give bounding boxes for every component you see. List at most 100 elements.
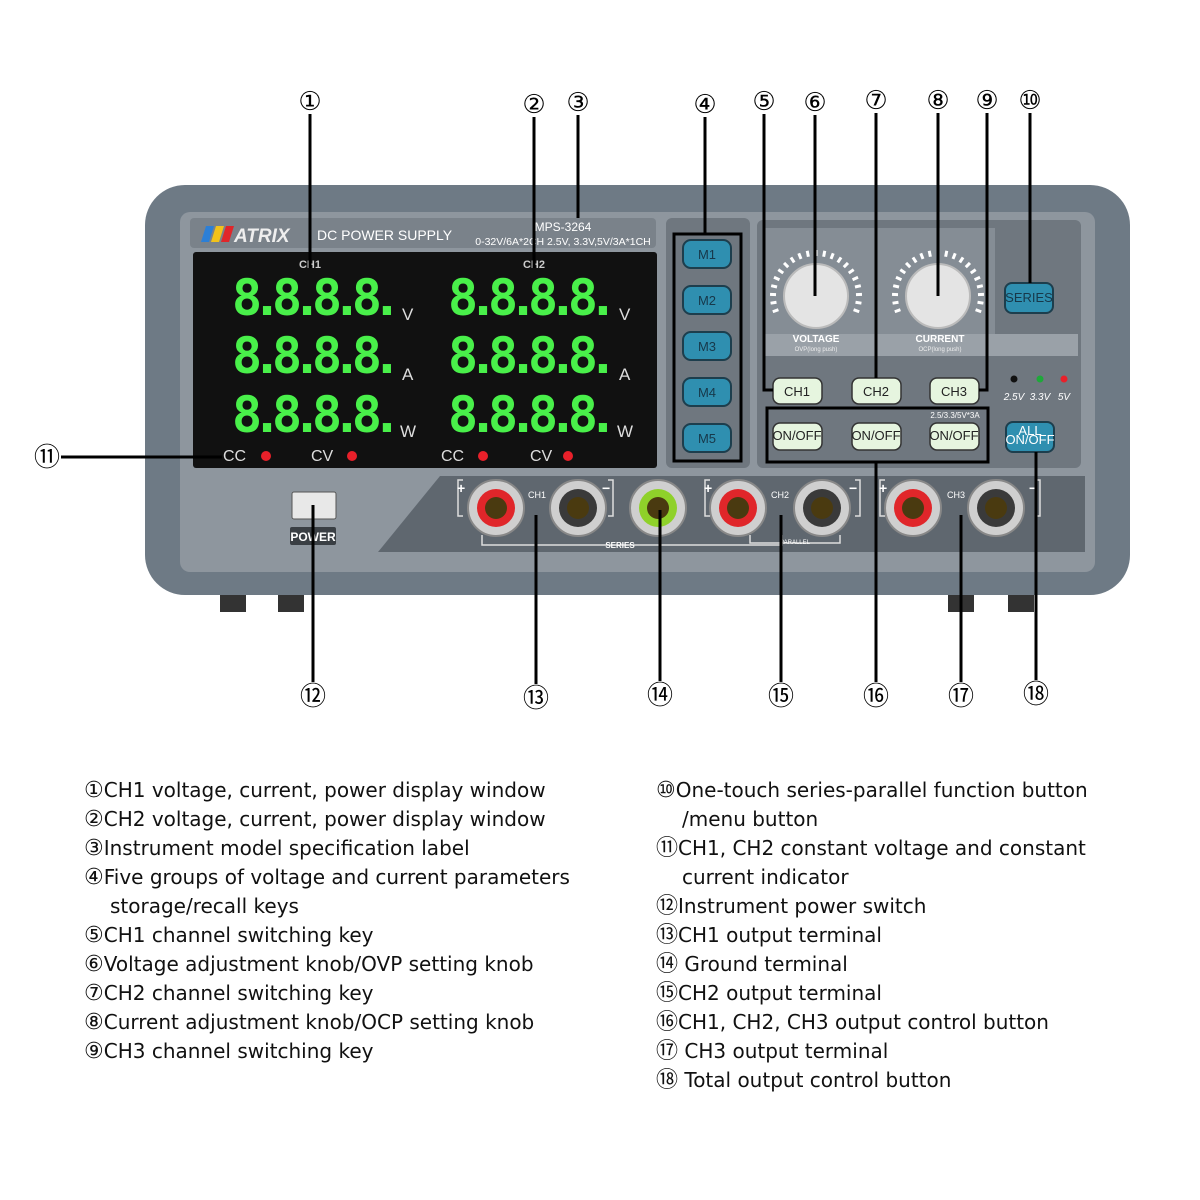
legend-item: ⑩One-touch series-parallel function butt… [656, 776, 1088, 834]
ch2-cc-led [478, 451, 488, 461]
polarity-marks: + − + − + − [457, 480, 1037, 496]
legend-number: ④ [84, 865, 104, 890]
unit-v: V [402, 305, 414, 324]
ch3-positive-terminal[interactable] [884, 479, 942, 537]
legend-text: CH2 channel switching key [103, 981, 374, 1005]
ch2-negative-terminal[interactable] [793, 479, 851, 537]
unit-a: A [619, 365, 631, 384]
legend-text: Instrument model specification label [103, 836, 470, 860]
memory-button-label: M3 [698, 339, 716, 354]
memory-button-m5[interactable]: M5 [682, 423, 732, 453]
onoff-button-ch1[interactable]: ON/OFF [772, 422, 823, 451]
minus-mark: − [1029, 480, 1037, 496]
device-title: DC POWER SUPPLY [317, 227, 453, 243]
legend-number: ⑪ [656, 836, 679, 861]
channel-button-ch2[interactable]: CH2 [851, 377, 902, 405]
callout-14: ⑭ [647, 681, 673, 711]
legend-number: ⑥ [84, 952, 104, 977]
legend-number: ⑫ [656, 894, 679, 919]
channel-button-label: CH1 [784, 384, 810, 399]
all-onoff-button[interactable]: ALL ON/OFF [1005, 421, 1055, 453]
minus-mark: − [602, 480, 610, 496]
callout-5: ⑤ [752, 87, 775, 117]
ch1-readouts: 8.8.8.8. 8.8.8.8. 8.8.8.8. V A W [232, 269, 416, 444]
legend-text: Instrument power switch [678, 894, 927, 918]
legend-item: ③Instrument model specification label [84, 834, 570, 863]
title-bar [190, 218, 656, 248]
legend-text: Ground terminal [678, 952, 848, 976]
ch1-negative-terminal[interactable] [549, 479, 607, 537]
legend-item: ⑮CH2 output terminal [656, 979, 1088, 1008]
legend-number: ② [84, 807, 104, 832]
legend-item: ⑭ Ground terminal [656, 950, 1088, 979]
legend-text: /menu button [682, 807, 819, 831]
callout-8: ⑧ [926, 86, 949, 116]
onoff-button-ch3[interactable]: ON/OFF [929, 422, 980, 451]
legend-text: Voltage adjustment knob/OVP setting knob [103, 952, 534, 976]
callout-2: ② [522, 90, 545, 120]
memory-button-label: M4 [698, 385, 716, 400]
ch3-negative-terminal[interactable] [967, 479, 1025, 537]
legend-item: ①CH1 voltage, current, power display win… [84, 776, 570, 805]
ch1-cv-label: CV [311, 448, 334, 465]
unit-a: A [402, 365, 414, 384]
legend-text: CH1 output terminal [678, 923, 882, 947]
model-label: MPS-3264 [535, 220, 592, 234]
legend-text: Current adjustment knob/OCP setting knob [103, 1010, 535, 1034]
legend-number: ⑩ [656, 778, 676, 803]
legend-text: CH2 voltage, current, power display wind… [103, 807, 546, 831]
terminal-ch3-label: CH3 [947, 490, 965, 500]
legend-text: CH1, CH2, CH3 output control button [678, 1010, 1049, 1034]
callout-16: ⑯ [863, 682, 889, 712]
minus-mark: − [849, 480, 857, 496]
ch2-power-digits: 8.8.8.8. [448, 386, 618, 444]
legend-text: CH1 channel switching key [103, 923, 374, 947]
callout-12: ⑫ [300, 682, 326, 712]
callout-13: ⑬ [523, 684, 549, 714]
legend-text: CH1 voltage, current, power display wind… [103, 778, 546, 802]
memory-button-m4[interactable]: M4 [682, 377, 732, 407]
memory-button-m3[interactable]: M3 [682, 331, 732, 361]
legend-number: ⑯ [656, 1010, 679, 1035]
legend-number: ⑬ [656, 923, 679, 948]
legend-text: CH3 output terminal [678, 1039, 889, 1063]
onoff-label: ON/OFF [1005, 432, 1054, 447]
legend-item: ⑨CH3 channel switching key [84, 1037, 570, 1066]
onoff-button-ch2[interactable]: ON/OFF [851, 422, 902, 451]
callout-3: ③ [566, 88, 589, 118]
led-2v5 [1010, 375, 1018, 383]
unit-w: W [617, 422, 633, 441]
ch1-cc-label: CC [223, 448, 246, 465]
plus-mark: + [704, 480, 712, 496]
series-button[interactable]: SERIES [1004, 282, 1054, 314]
parallel-terminal-label: PARALLEL [780, 540, 811, 546]
ch1-positive-terminal[interactable] [467, 479, 525, 537]
plus-mark: + [879, 480, 887, 496]
legend-item: ⑱ Total output control button [656, 1066, 1088, 1095]
callout-7: ⑦ [864, 86, 887, 116]
label-5v: 5V [1058, 392, 1072, 403]
callout-6: ⑥ [803, 88, 826, 118]
ch1-voltage-digits: 8.8.8.8. [232, 269, 402, 327]
series-terminal-label: SERIES [605, 541, 635, 550]
plus-mark: + [457, 480, 465, 496]
legend-number: ⑭ [656, 952, 679, 977]
memory-button-m1[interactable]: M1 [682, 239, 732, 269]
legend-text: One-touch series-parallel function butto… [675, 778, 1088, 802]
channel-button-ch3[interactable]: CH3 [929, 377, 980, 405]
ground-terminal[interactable] [629, 479, 687, 537]
legend-item: ⑦CH2 channel switching key [84, 979, 570, 1008]
memory-button-m2[interactable]: M2 [682, 285, 732, 315]
ch2-positive-terminal[interactable] [709, 479, 767, 537]
legend-text: current indicator [682, 865, 849, 889]
legend-item: ⑯CH1, CH2, CH3 output control button [656, 1008, 1088, 1037]
ch2-cv-label: CV [530, 448, 553, 465]
callout-17: ⑰ [948, 682, 974, 712]
legend-number: ① [84, 778, 104, 803]
led-3v3 [1036, 375, 1044, 383]
display-window [193, 252, 657, 468]
callout-box-memory [672, 232, 743, 463]
channel-button-ch1[interactable]: CH1 [772, 377, 823, 405]
